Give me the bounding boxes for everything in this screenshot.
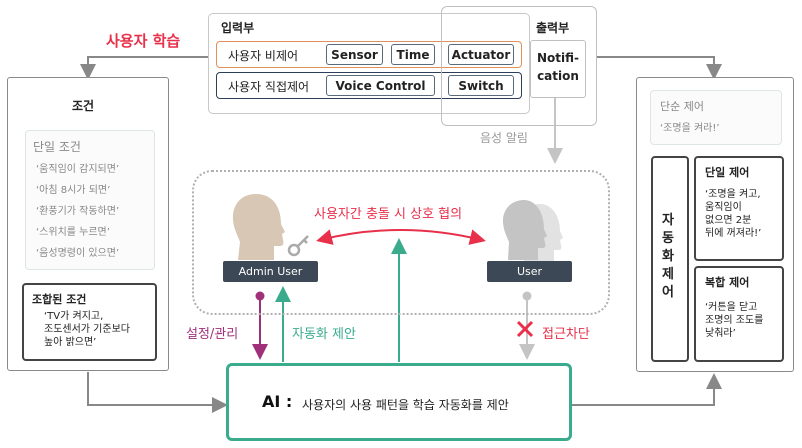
combined-control-box (694, 266, 784, 362)
ai-box (226, 363, 572, 441)
sensor-pill: Sensor (326, 44, 383, 65)
switch-pill: Switch (448, 75, 514, 96)
voice-alert-label: 음성 알림 (480, 131, 528, 145)
output-to-control-arrow (597, 56, 722, 80)
conflict-label: 사용자간 충돌 시 상호 협의 (314, 207, 463, 222)
conditions-to-ai-arrow (87, 372, 228, 413)
user-head-icon (502, 200, 563, 262)
ai-description: 사용자의 사용 패턴을 학습 자동화를 제안 (302, 398, 509, 412)
condition-item: ‘움직임이 감지되면’ (36, 164, 120, 175)
simple-control-title: 단순 제어 (660, 100, 704, 113)
combined-control-text: ‘커튼을 닫고 조명의 조도를 낮춰라’ (705, 302, 764, 339)
learning-arrow (80, 56, 208, 80)
single-condition-list: ‘움직임이 감지되면’ ‘아침 8시가 되면’ ‘환풍기가 작동하면’ ‘스위치… (36, 163, 154, 261)
condition-item: ‘환풍기가 작동하면’ (36, 206, 120, 217)
automation-control-title: 자동화제어 (662, 213, 674, 300)
blocked-x-icon (516, 320, 534, 338)
combined-control-title: 복합 제어 (705, 276, 750, 289)
condition-item: ‘아침 8시가 되면’ (36, 185, 111, 196)
combined-condition-text: ‘TV가 켜지고, 조도센서가 기준보다 높아 밝으면’ (44, 311, 130, 348)
single-condition-title: 단일 조건 (33, 140, 81, 154)
time-pill: Time (391, 44, 435, 65)
conditions-title: 조건 (72, 99, 95, 113)
simple-control-text: ‘조명을 켜라!’ (660, 123, 720, 134)
actuator-pill: Actuator (448, 44, 514, 65)
notification-label: Notifi- cation (536, 51, 579, 83)
auto-suggest-label: 자동화 제안 (292, 327, 356, 342)
condition-item: ‘스위치를 누르면’ (36, 227, 110, 238)
combined-condition-title: 조합된 조건 (32, 293, 87, 306)
admin-user-head-icon (232, 194, 285, 260)
key-icon (287, 235, 309, 257)
ai-label: AI : (262, 392, 293, 411)
input-title: 입력부 (221, 21, 255, 35)
single-condition-box (25, 130, 155, 270)
notification-box (530, 40, 586, 98)
automation-control-box (651, 156, 689, 362)
output-title: 출력부 (536, 21, 570, 35)
single-control-box (694, 156, 784, 261)
single-control-title: 단일 제어 (705, 166, 750, 179)
ai-to-control-arrow (572, 373, 722, 406)
condition-item: ‘음성명령이 있으면’ (36, 248, 120, 259)
conflict-arrow (316, 229, 486, 245)
output-panel (441, 6, 597, 126)
sensor-row-label: 사용자 비제어 (228, 49, 299, 63)
admin-user-badge: Admin User (223, 261, 318, 282)
simple-control-box (650, 90, 782, 145)
user-badge: User (487, 261, 572, 282)
learning-label: 사용자 학습 (106, 32, 181, 50)
voice-control-pill: Voice Control (326, 75, 435, 96)
users-area (192, 170, 610, 315)
single-control-text: ‘조명을 켜고, 움직임이 없으면 2분 뒤에 꺼져라!’ (705, 189, 762, 239)
block-label: 접근차단 (542, 327, 590, 342)
settings-label: 설정/관리 (186, 327, 239, 342)
combined-condition-box (22, 283, 157, 361)
direct-row-label: 사용자 직접제어 (228, 80, 310, 94)
